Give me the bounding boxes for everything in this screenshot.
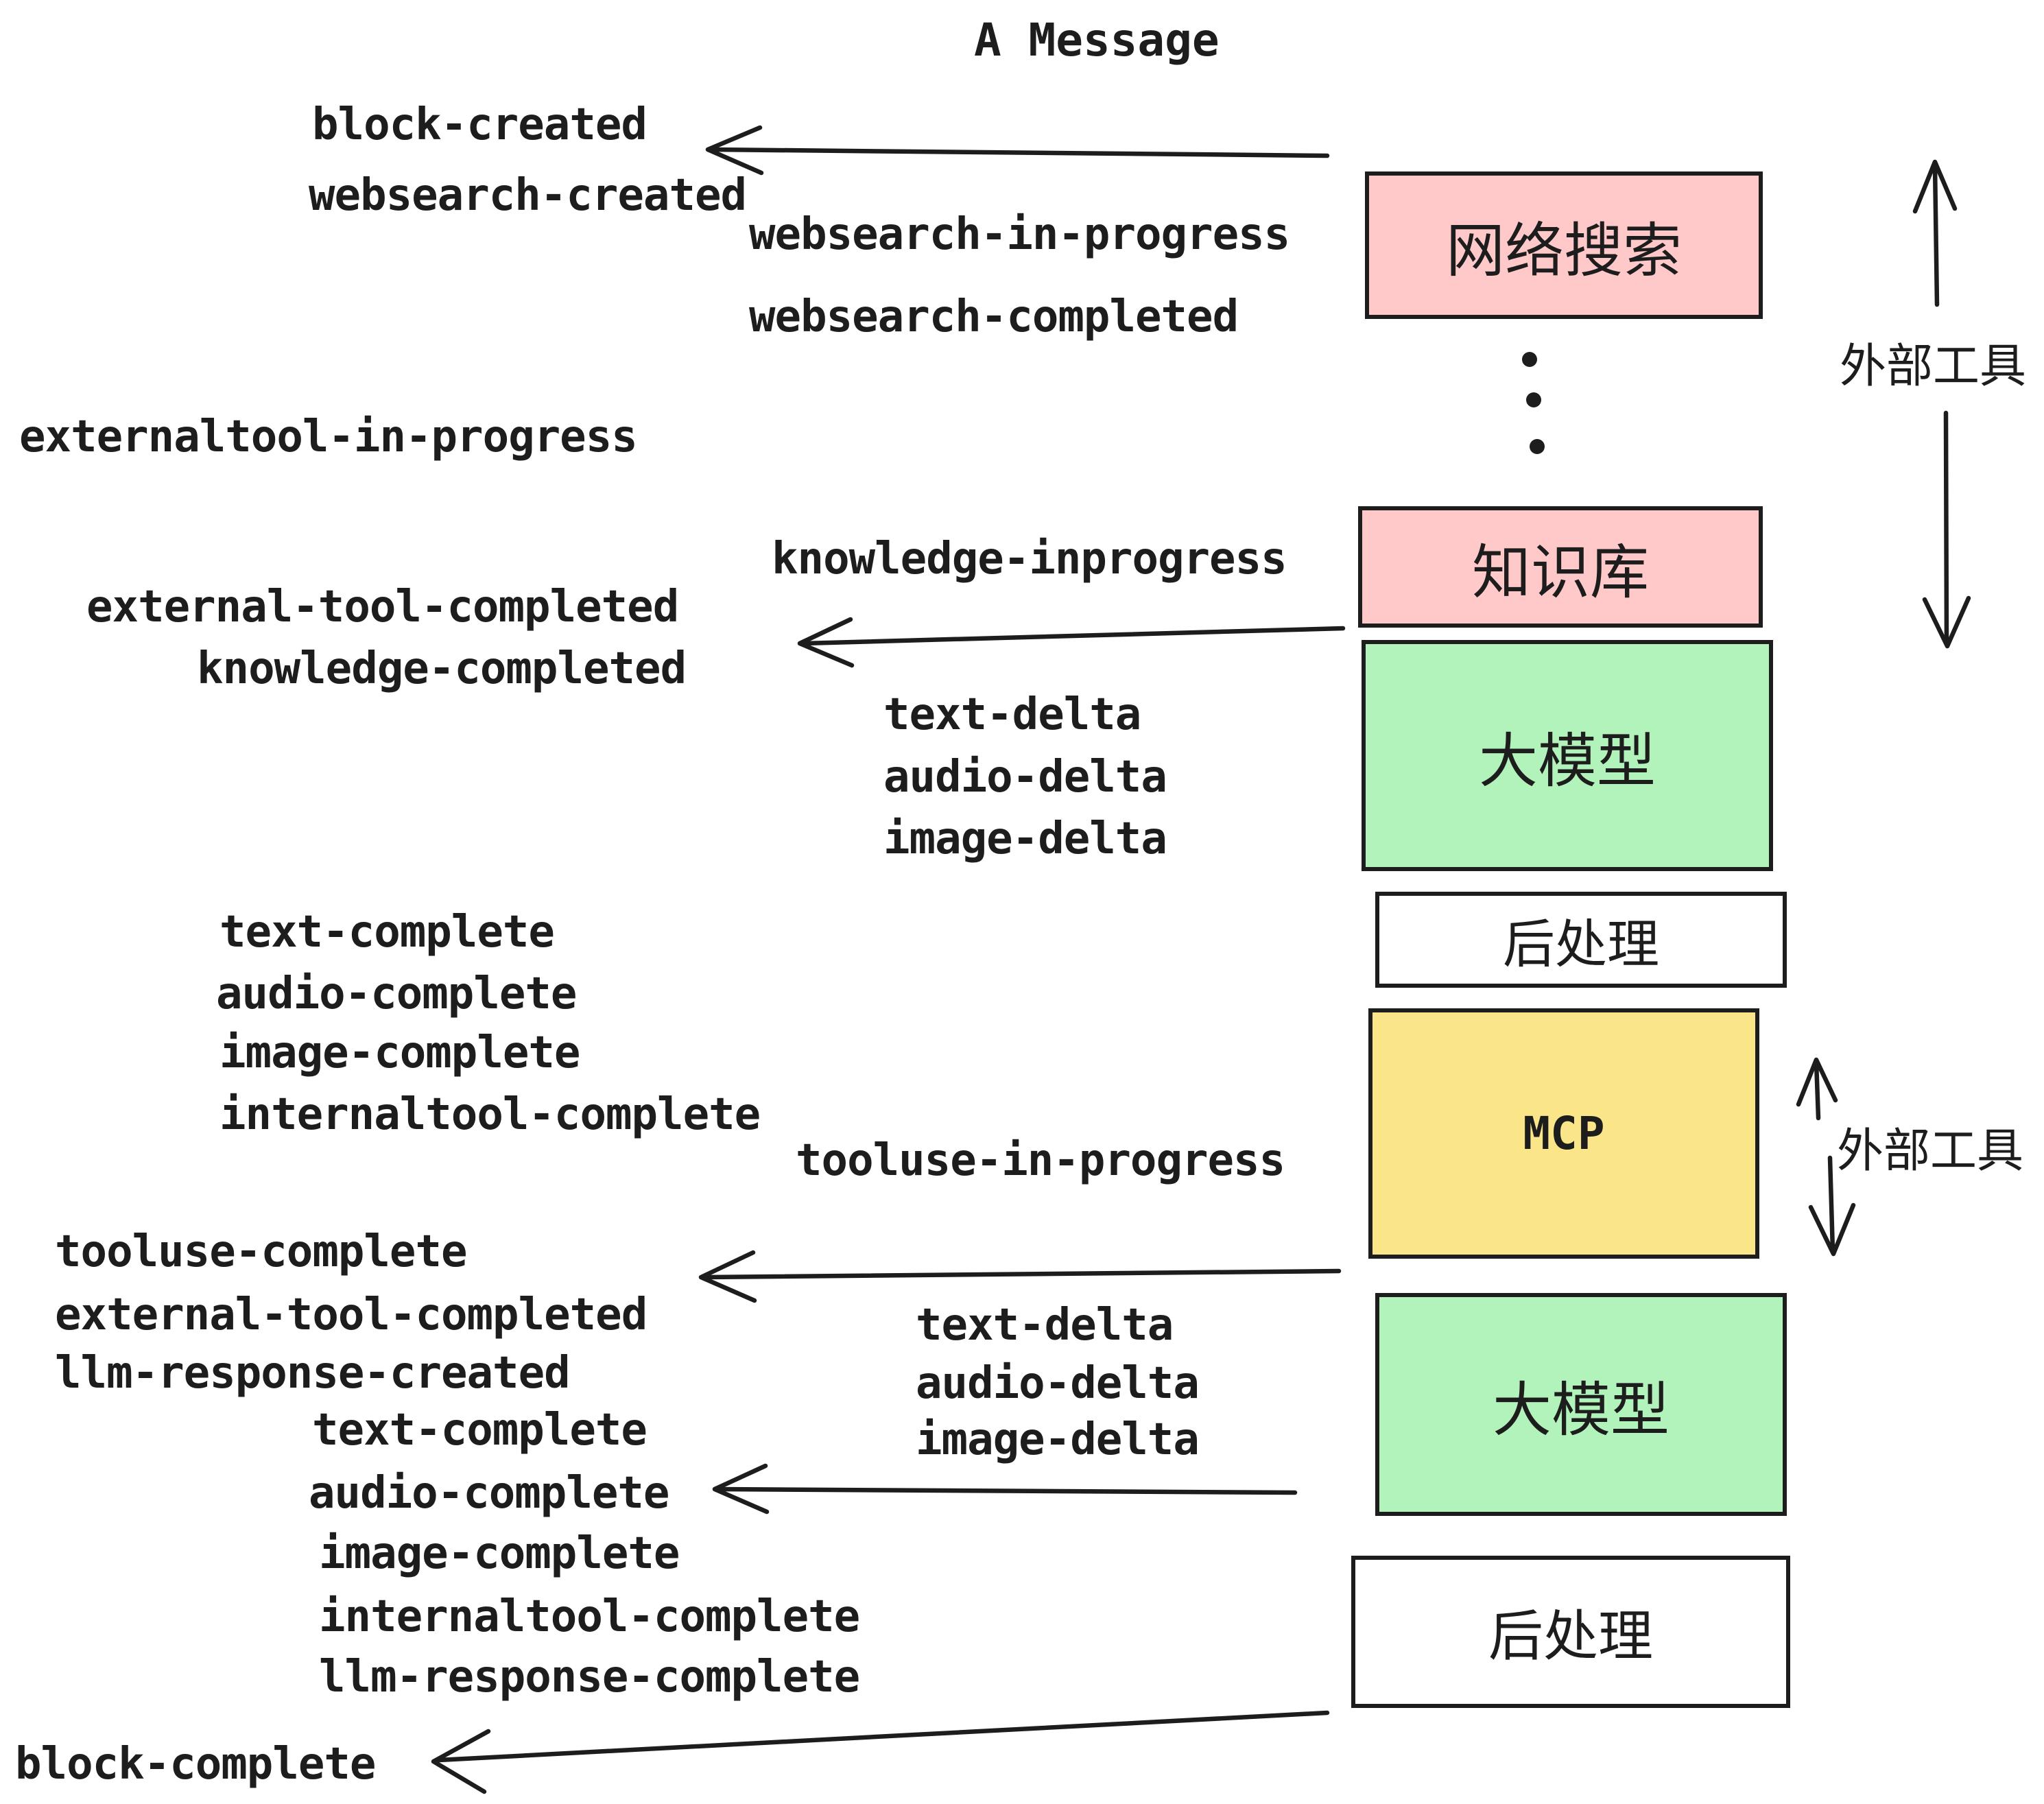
event-knowledge-completed: knowledge-completed: [197, 643, 687, 694]
event-externaltool-in-progress: externaltool-in-progress: [19, 412, 638, 462]
arrow-websearch-to-created: [705, 125, 1330, 176]
node-mcp: MCP: [1368, 1008, 1759, 1259]
node-websearch: 网络搜索: [1365, 171, 1763, 319]
event-internaltool-complete-2: internaltool-complete: [319, 1591, 860, 1642]
event-llm-response-complete: llm-response-complete: [319, 1652, 860, 1702]
event-websearch-in-progress: websearch-in-progress: [749, 209, 1290, 260]
event-audio-delta-1: audio-delta: [883, 752, 1167, 803]
event-websearch-completed: websearch-completed: [749, 292, 1239, 342]
event-image-complete-2: image-complete: [319, 1528, 680, 1579]
side-label-external-tools-mid: 外部工具: [1837, 1125, 2024, 1177]
event-text-delta-2: text-delta: [916, 1300, 1174, 1351]
node-llm-1: 大模型: [1362, 640, 1773, 871]
node-mcp-label: MCP: [1523, 1107, 1605, 1160]
node-postprocess-1-label: 后处理: [1503, 916, 1659, 974]
event-llm-response-created: llm-response-created: [55, 1348, 571, 1399]
event-audio-delta-2: audio-delta: [916, 1358, 1200, 1409]
arrow-postprocess2-to-block-complete: [431, 1710, 1330, 1794]
diagram-title: A Message: [974, 14, 1220, 67]
event-tooluse-in-progress: tooluse-in-progress: [796, 1135, 1285, 1186]
event-external-tool-completed-2: external-tool-completed: [55, 1290, 647, 1340]
node-llm-2: 大模型: [1375, 1293, 1787, 1516]
event-text-complete-1: text-complete: [219, 907, 555, 958]
event-external-tool-completed-1: external-tool-completed: [86, 582, 679, 632]
arrow-llm2-to-complete: [712, 1463, 1298, 1515]
external-tools-top-up-arrow: [1912, 159, 1958, 307]
event-image-complete-1: image-complete: [219, 1028, 580, 1078]
node-postprocess-2: 后处理: [1351, 1556, 1790, 1708]
node-llm-2-label: 大模型: [1493, 1377, 1669, 1443]
event-websearch-created: websearch-created: [309, 170, 747, 221]
node-knowledge: 知识库: [1358, 506, 1763, 628]
event-knowledge-inprogress: knowledge-inprogress: [772, 534, 1287, 584]
event-text-complete-2: text-complete: [312, 1405, 647, 1456]
arrow-mcp-to-tooluse-complete: [698, 1250, 1342, 1303]
external-tools-mid-up-arrow: [1796, 1057, 1838, 1121]
side-label-external-tools-top: 外部工具: [1840, 340, 2027, 392]
event-internaltool-complete-1: internaltool-complete: [219, 1089, 761, 1140]
node-postprocess-1: 后处理: [1375, 892, 1787, 988]
event-audio-complete-2: audio-complete: [309, 1468, 669, 1519]
external-tools-top-down-arrow: [1922, 410, 1971, 649]
event-block-complete: block-complete: [15, 1739, 376, 1790]
node-websearch-label: 网络搜索: [1446, 218, 1682, 284]
node-knowledge-label: 知识库: [1472, 540, 1649, 606]
node-postprocess-2-label: 后处理: [1488, 1606, 1653, 1667]
vertical-ellipsis-icon: [1522, 352, 1545, 454]
event-image-delta-2: image-delta: [916, 1414, 1200, 1465]
event-block-created: block-created: [312, 99, 647, 150]
event-text-delta-1: text-delta: [883, 689, 1141, 740]
node-llm-1-label: 大模型: [1479, 728, 1656, 794]
event-image-delta-1: image-delta: [883, 814, 1167, 864]
event-tooluse-complete: tooluse-complete: [55, 1226, 467, 1277]
event-audio-complete-1: audio-complete: [216, 969, 577, 1019]
arrow-knowledge-to-completed: [797, 617, 1346, 668]
